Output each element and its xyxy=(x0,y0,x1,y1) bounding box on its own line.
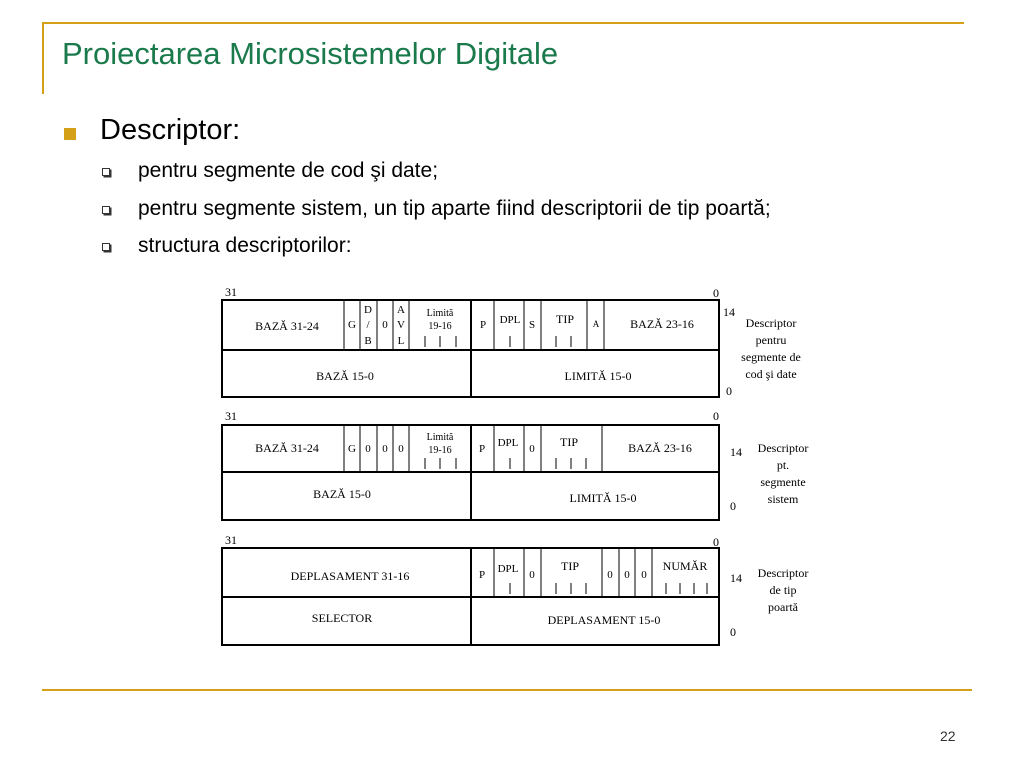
d3-p-bit: P xyxy=(479,569,485,581)
d2-zero-bit-2: 0 xyxy=(382,443,388,455)
d1-bit0b-label: 0 xyxy=(726,384,732,398)
d1-avl-l: L xyxy=(398,335,405,347)
d1-dpl-field: DPL xyxy=(500,314,521,326)
d1-db-slash: / xyxy=(366,319,370,331)
d1-baza-15-0: BAZĂ 15-0 xyxy=(316,369,374,383)
d1-avl-a: A xyxy=(397,304,405,316)
d2-caption-line4: sistem xyxy=(768,492,799,506)
d2-g-bit: G xyxy=(348,443,356,455)
sub-bullet-icon xyxy=(102,243,110,251)
d3-bit31-label: 31 xyxy=(225,533,237,547)
left-border-line xyxy=(42,22,44,94)
d1-db-d: D xyxy=(364,304,372,316)
d3-selector: SELECTOR xyxy=(312,611,372,625)
sub-bullet-icon xyxy=(102,168,110,176)
bullet-structure: structura descriptorilor: xyxy=(138,234,352,257)
d1-bit0-label: 0 xyxy=(713,286,719,300)
slide-title: Proiectarea Microsistemelor Digitale xyxy=(62,36,559,71)
d2-zero-bit-4: 0 xyxy=(529,443,535,455)
sub-bullet-icon xyxy=(102,206,110,214)
top-border-line xyxy=(42,22,964,24)
bullet-code-data: pentru segmente de cod şi date; xyxy=(138,159,439,182)
d3-numar-field: NUMĂR xyxy=(663,559,708,573)
d3-zero-bit-4: 0 xyxy=(641,569,647,581)
d1-caption-line1: Descriptor xyxy=(746,316,797,330)
d2-bit0-label: 0 xyxy=(713,409,719,423)
d2-tip-field: TIP xyxy=(560,435,578,449)
d1-zero-bit: 0 xyxy=(382,319,388,331)
d2-bit0b-label: 0 xyxy=(730,499,736,513)
d1-caption-line3: segmente de xyxy=(741,350,801,364)
d1-limita-bits: 19-16 xyxy=(428,321,451,332)
d3-zero-bit-2: 0 xyxy=(607,569,613,581)
d3-caption-line1: Descriptor xyxy=(758,566,809,580)
d1-p-bit: P xyxy=(480,319,486,331)
d2-bit14-label: 14 xyxy=(730,445,742,459)
d2-zero-bit-1: 0 xyxy=(365,443,371,455)
d2-p-bit: P xyxy=(479,443,485,455)
d1-baza-23-16: BAZĂ 23-16 xyxy=(630,317,694,331)
bottom-border-line xyxy=(42,689,972,691)
d3-zero-bit-1: 0 xyxy=(529,569,535,581)
d2-baza-23-16: BAZĂ 23-16 xyxy=(628,441,692,455)
d1-limita-label: Limită xyxy=(427,308,454,319)
d3-tip-field: TIP xyxy=(561,559,579,573)
d3-deplasament-31-16: DEPLASAMENT 31-16 xyxy=(291,569,410,583)
d2-zero-bit-3: 0 xyxy=(398,443,404,455)
d1-a-bit: A xyxy=(593,319,600,329)
d1-caption-line2: pentru xyxy=(756,333,787,347)
d1-avl-v: V xyxy=(397,319,405,331)
d1-g-bit: G xyxy=(348,319,356,331)
page-number: 22 xyxy=(940,728,956,744)
d1-limita-15-0: LIMITĂ 15-0 xyxy=(565,369,632,383)
d1-bit14-label: 14 xyxy=(723,305,735,319)
d2-limita-15-0: LIMITĂ 15-0 xyxy=(570,491,637,505)
d2-caption-line3: segmente xyxy=(760,475,805,489)
slide-heading: Descriptor: xyxy=(100,114,241,146)
d2-dpl-field: DPL xyxy=(498,437,519,449)
d3-bit0b-label: 0 xyxy=(730,625,736,639)
d1-tip-field: TIP xyxy=(556,312,574,326)
d1-s-bit: S xyxy=(529,319,535,331)
d3-bit14-label: 14 xyxy=(730,571,742,585)
d1-baza-31-24: BAZĂ 31-24 xyxy=(255,319,319,333)
d2-limita-label: Limită xyxy=(427,432,454,443)
d1-bit31-label: 31 xyxy=(225,285,237,299)
d1-db-b: B xyxy=(364,335,371,347)
d3-dpl-field: DPL xyxy=(498,563,519,575)
d2-baza-15-0: BAZĂ 15-0 xyxy=(313,487,371,501)
square-bullet-icon xyxy=(64,128,76,140)
d2-limita-bits: 19-16 xyxy=(428,445,451,456)
d3-deplasament-15-0: DEPLASAMENT 15-0 xyxy=(548,613,661,627)
d3-caption-line3: poartă xyxy=(768,600,799,614)
bullet-system-segments: pentru segmente sistem, un tip aparte fi… xyxy=(138,197,771,220)
d2-caption-line1: Descriptor xyxy=(758,441,809,455)
d3-caption-line2: de tip xyxy=(770,583,797,597)
d1-caption-line4: cod şi date xyxy=(745,367,796,381)
d2-caption-line2: pt. xyxy=(777,458,789,472)
d2-bit31-label: 31 xyxy=(225,409,237,423)
d2-baza-31-24: BAZĂ 31-24 xyxy=(255,441,319,455)
d3-bit0-label: 0 xyxy=(713,535,719,549)
d3-zero-bit-3: 0 xyxy=(624,569,630,581)
